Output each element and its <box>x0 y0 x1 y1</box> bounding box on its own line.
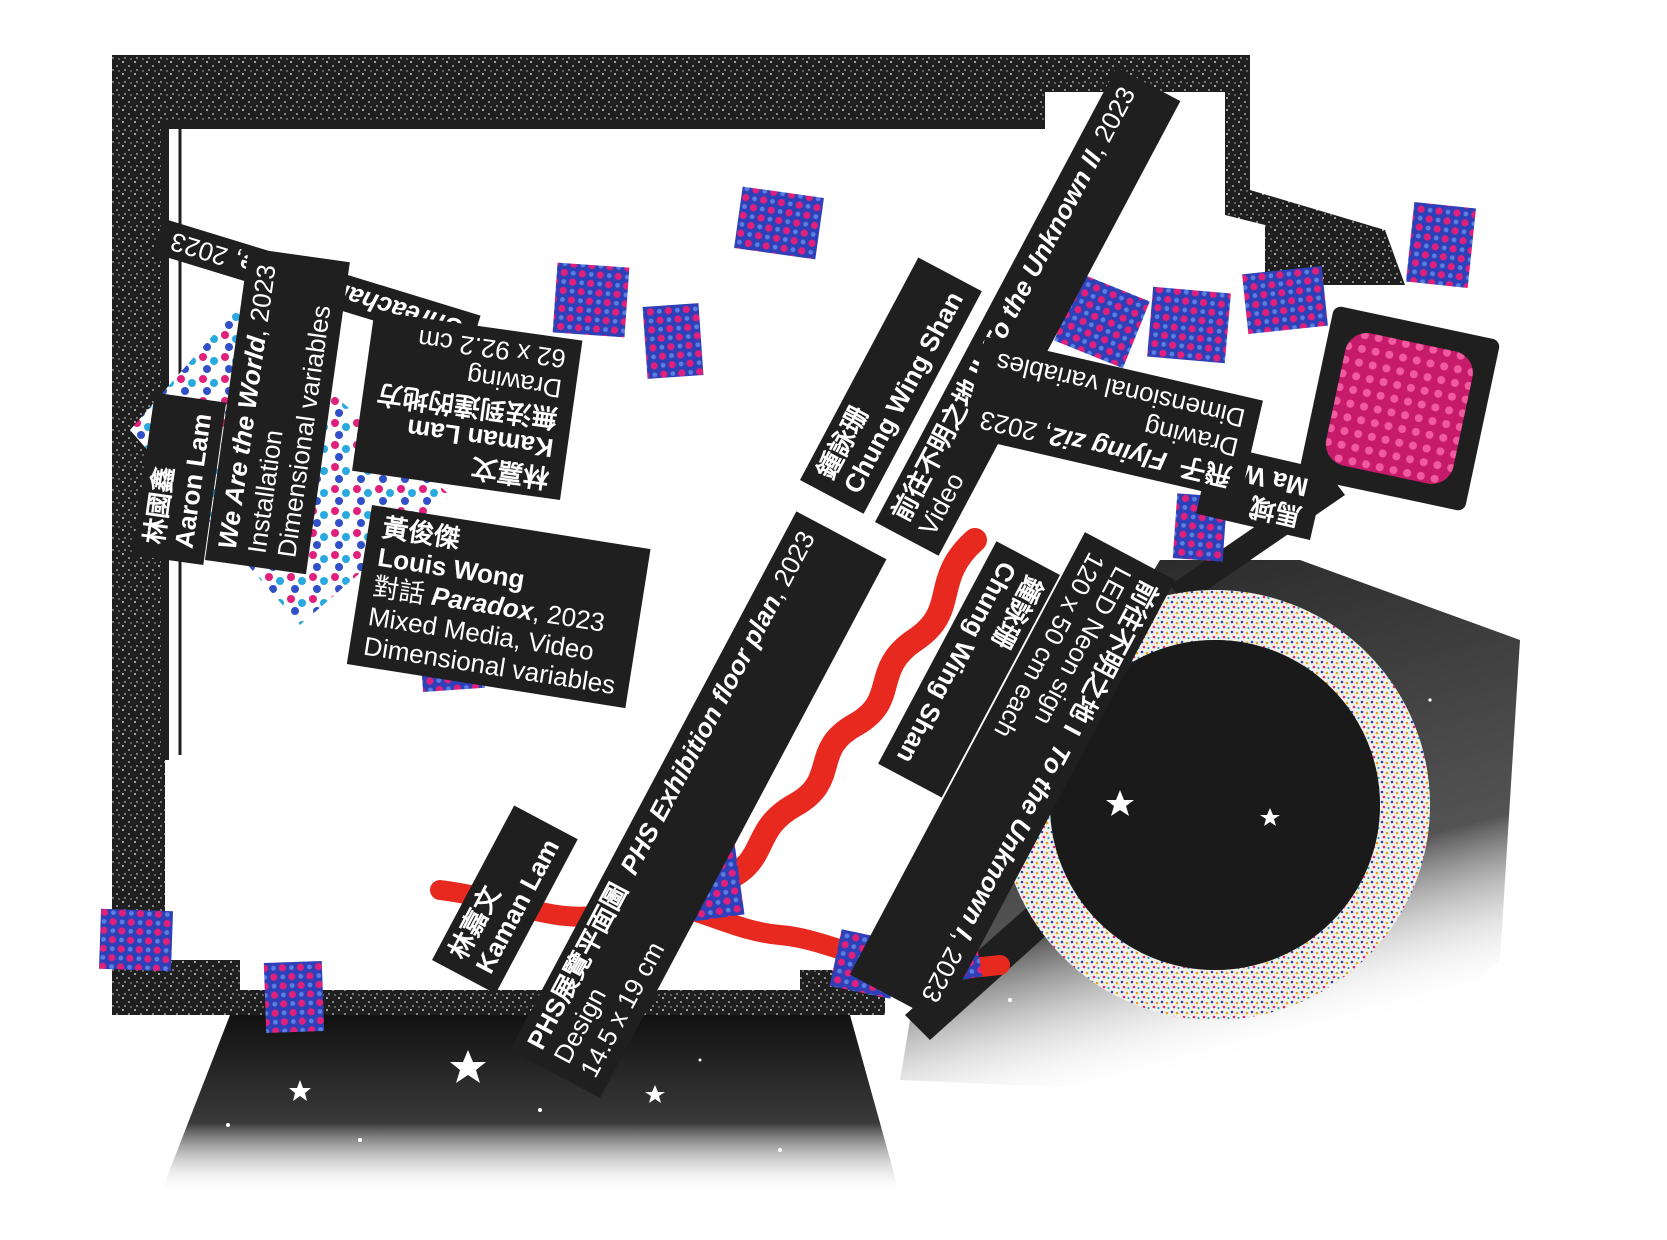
floor-beam-left <box>160 1015 900 1195</box>
ring-inner-edge <box>1050 640 1380 970</box>
label-kaman-lam-drawing: 林嘉文 Kaman Lam 無法到達的地方 Drawing 62 x 92.2 … <box>352 310 583 500</box>
stars <box>226 638 1432 1152</box>
artwork-pink-panel <box>1299 306 1500 511</box>
red-wave-ribbon <box>713 528 987 892</box>
